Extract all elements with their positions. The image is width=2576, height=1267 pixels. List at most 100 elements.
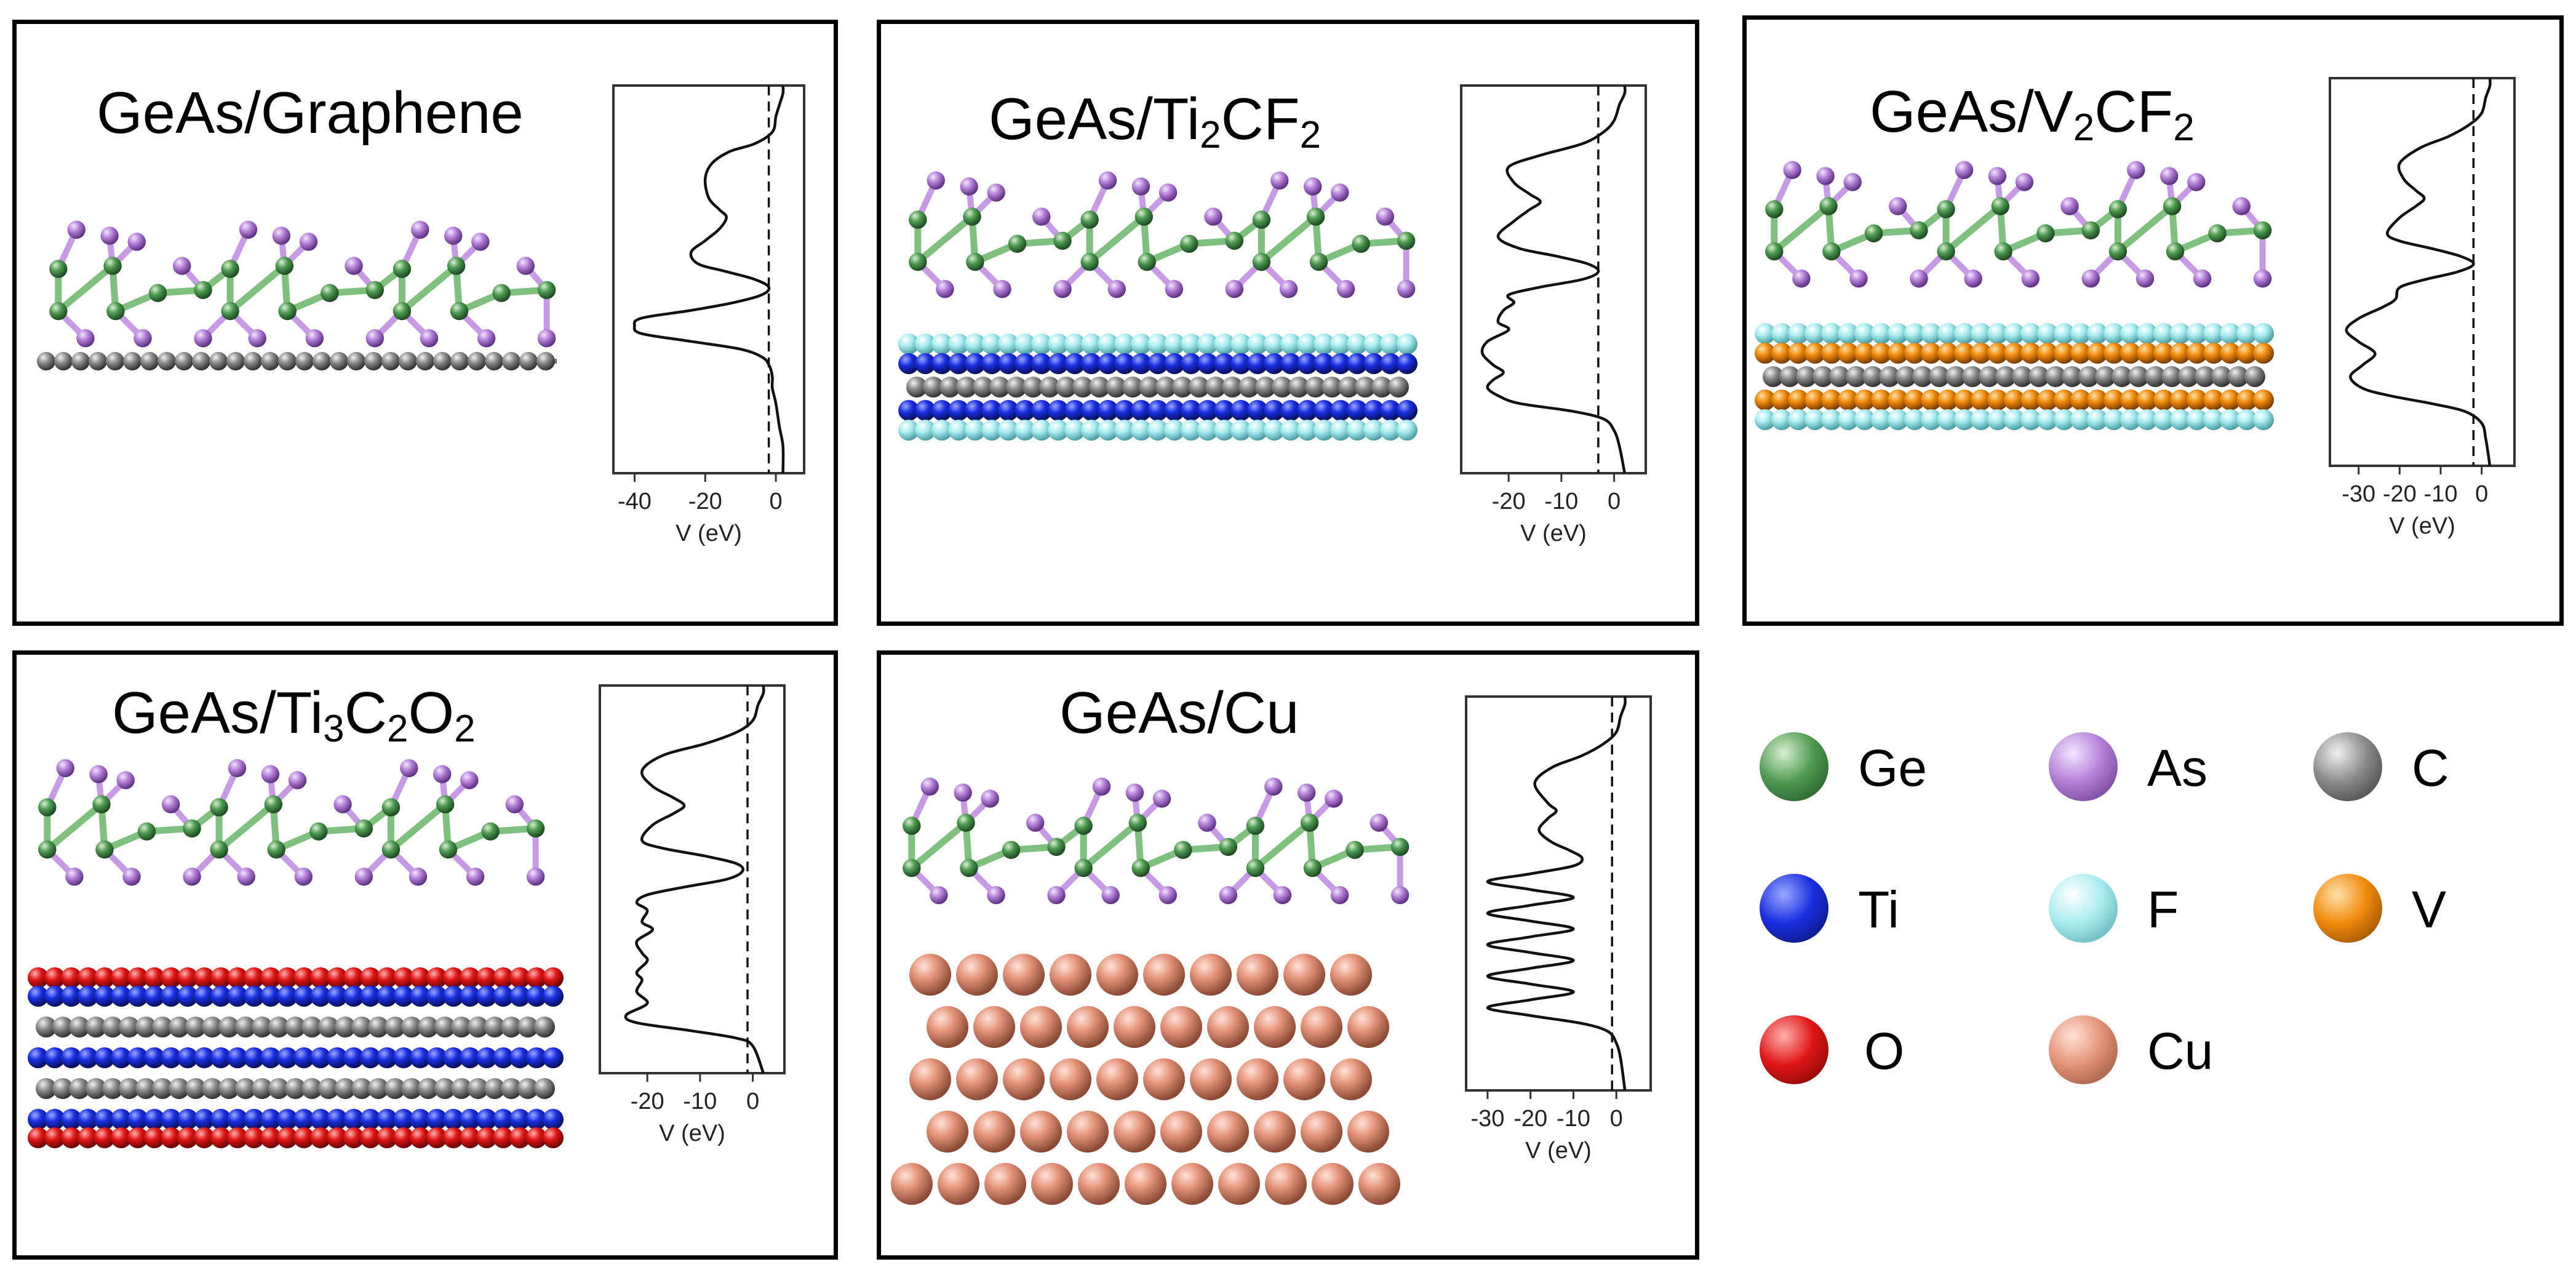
ge-atom <box>309 822 328 841</box>
as-atom <box>505 795 524 813</box>
o-atom <box>244 1127 265 1148</box>
c-atom <box>36 1078 57 1099</box>
f-atom <box>2153 323 2174 344</box>
f-atom <box>1821 323 1842 344</box>
c-atom <box>52 1017 73 1037</box>
f-atom <box>1755 409 1776 430</box>
v-atom <box>2070 343 2091 364</box>
ti-atom <box>78 1109 98 1130</box>
atomic-structure <box>898 171 1418 441</box>
title-text: GeAs/Graphene <box>97 80 524 146</box>
o-atom <box>194 1127 215 1148</box>
v-atom <box>1771 390 1792 410</box>
c-atom <box>1812 366 1833 387</box>
ti-atom <box>194 986 215 1007</box>
ge-atom <box>957 813 975 832</box>
c-atom <box>218 1017 239 1037</box>
ti-atom <box>948 353 969 374</box>
ti-atom <box>543 986 564 1007</box>
c-atom <box>119 1078 140 1099</box>
f-atom <box>2070 409 2091 430</box>
ti-atom <box>377 1047 397 1068</box>
ti-atom <box>460 1047 481 1068</box>
c-atom <box>517 1017 538 1037</box>
o-atom <box>94 1127 115 1148</box>
c-atom <box>330 352 348 370</box>
x-tick-label: 0 <box>1610 1106 1623 1132</box>
c-atom <box>209 352 228 370</box>
as-atom <box>2232 197 2251 215</box>
f-atom <box>2170 323 2191 344</box>
v-atom <box>2203 390 2224 410</box>
f-atom <box>2020 409 2041 430</box>
f-atom <box>1280 334 1301 354</box>
ge-atom <box>267 840 285 859</box>
v-atom <box>1954 390 1975 410</box>
cu-atom <box>1114 1111 1155 1153</box>
v-atom <box>1904 343 1925 364</box>
c-atom <box>2028 366 2049 387</box>
c-atom <box>261 352 279 370</box>
v-atom <box>2037 343 2058 364</box>
o-atom <box>509 1127 530 1148</box>
as-atom <box>1165 280 1183 298</box>
atomic-structure <box>37 220 557 370</box>
o-atom <box>144 1127 165 1148</box>
as-atom <box>1298 783 1316 802</box>
x-tick-label: -20 <box>1492 489 1526 514</box>
ti-atom <box>1031 353 1052 374</box>
c-atom <box>102 1078 123 1099</box>
ti-atom <box>410 1109 431 1130</box>
as-atom <box>1955 161 1974 179</box>
ti-atom <box>94 986 115 1007</box>
as-atom <box>433 765 452 783</box>
ti-atom <box>1064 400 1085 421</box>
o-atom <box>210 1127 231 1148</box>
ti-atom <box>227 1109 248 1130</box>
ti-atom <box>210 986 231 1007</box>
c-atom <box>2211 366 2232 387</box>
x-tick-label: -30 <box>1470 1106 1504 1132</box>
f-atom <box>1314 420 1334 441</box>
panel-title: GeAs/Graphene <box>97 79 524 147</box>
as-atom <box>1910 270 1928 288</box>
ti-atom <box>1098 400 1119 421</box>
ti-atom <box>426 986 447 1007</box>
f-atom <box>2087 409 2108 430</box>
ge-atom <box>1246 858 1265 877</box>
x-tick-label: 0 <box>746 1089 759 1114</box>
c-atom <box>1139 377 1160 398</box>
c-atom <box>468 1017 488 1037</box>
c-atom <box>2244 366 2265 387</box>
c-atom <box>399 352 417 370</box>
c-atom <box>1995 366 2016 387</box>
c-atom <box>268 1017 289 1037</box>
f-atom <box>2120 323 2141 344</box>
as-atom <box>516 257 535 275</box>
ti-atom <box>111 1047 132 1068</box>
cu-atom <box>1283 1058 1325 1100</box>
as-atom <box>1125 783 1144 802</box>
as-atom <box>76 329 95 348</box>
c-atom <box>433 352 452 370</box>
ti-atom <box>426 1109 447 1130</box>
v-atom <box>2004 390 2025 410</box>
c-atom <box>2128 366 2149 387</box>
f-atom <box>998 420 1019 441</box>
f-atom <box>1971 323 1992 344</box>
as-atom <box>1101 886 1120 905</box>
cu-atom <box>1171 1163 1213 1205</box>
v-atom <box>1838 343 1859 364</box>
ge-atom <box>1937 200 1955 218</box>
c-atom <box>418 1078 439 1099</box>
c-atom <box>2178 366 2199 387</box>
ti-atom <box>343 1109 364 1130</box>
f-atom <box>1197 420 1218 441</box>
ti-atom <box>998 400 1019 421</box>
x-tick-label: -20 <box>631 1089 664 1114</box>
o-atom <box>61 1127 82 1148</box>
c-atom <box>468 1078 488 1099</box>
ge-atom <box>2166 242 2185 261</box>
legend-label: Cu <box>2147 1022 2214 1080</box>
as-atom <box>1152 789 1171 808</box>
